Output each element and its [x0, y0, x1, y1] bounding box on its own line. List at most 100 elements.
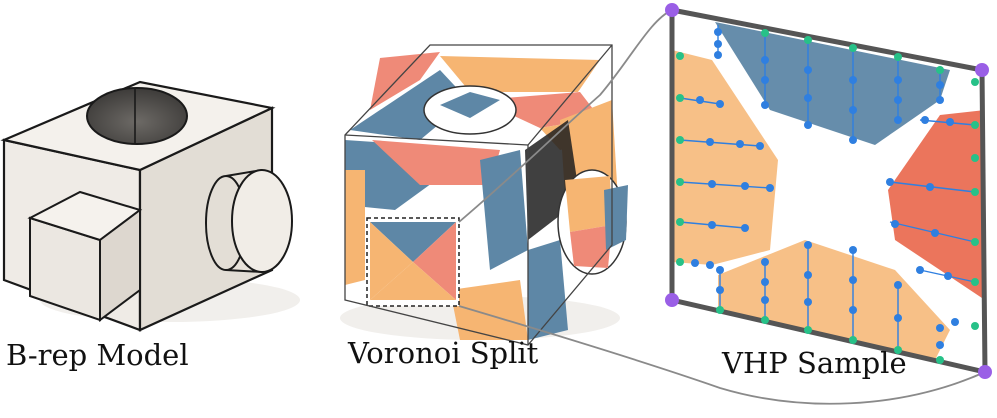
sample-point — [849, 246, 857, 254]
sample-point — [886, 178, 894, 186]
sample-point — [804, 326, 812, 334]
caption-voronoi-split: Voronoi Split — [348, 336, 539, 370]
vhp-region-orange-bottom — [718, 240, 950, 370]
voronoi-subcell-outline — [366, 217, 460, 307]
voronoi-cell — [440, 56, 600, 92]
sample-point — [971, 278, 979, 286]
sample-point — [971, 121, 979, 129]
sample-point — [849, 44, 857, 52]
voronoi-cylinder-cell — [565, 176, 612, 232]
sample-point — [971, 238, 979, 246]
sample-point — [971, 78, 979, 86]
sample-point — [761, 316, 769, 324]
voronoi-subcell-cell — [370, 222, 413, 300]
vhp-corner-point — [978, 365, 992, 379]
sample-point — [804, 271, 812, 279]
brep-cylinder-cap — [231, 169, 293, 273]
sample-point — [714, 51, 722, 59]
sample-point — [714, 40, 722, 48]
brep-top-hole — [86, 87, 188, 145]
sample-point — [936, 66, 944, 74]
voronoi-bounding-box — [344, 44, 613, 346]
voronoi-hole-cell — [440, 92, 500, 118]
sample-point — [676, 94, 684, 102]
voronoi-subcell-cell — [370, 262, 456, 300]
vhp-corner-point — [975, 63, 989, 77]
sample-point — [804, 94, 812, 102]
sample-point — [944, 272, 952, 280]
sample-point — [849, 276, 857, 284]
sample-point — [849, 76, 857, 84]
sample-point — [676, 178, 684, 186]
connector-top — [458, 9, 673, 223]
sample-point — [804, 121, 812, 129]
sample-point — [971, 154, 979, 162]
sample-point — [894, 314, 902, 322]
sample-point — [761, 29, 769, 37]
sample-point — [761, 258, 769, 266]
sample-point — [931, 229, 939, 237]
voronoi-split — [340, 44, 628, 346]
brep-model — [0, 80, 300, 332]
sample-point — [804, 241, 812, 249]
sample-point — [921, 116, 929, 124]
voronoi-cell — [370, 52, 440, 110]
sample-point — [849, 106, 857, 114]
vhp-region-blue — [715, 22, 950, 145]
sample-point — [761, 278, 769, 286]
voronoi-cell — [450, 280, 528, 340]
sample-point — [916, 266, 924, 274]
caption-brep-model: B-rep Model — [6, 338, 189, 372]
sample-point — [716, 100, 724, 108]
sample-point — [894, 76, 902, 84]
sample-point — [741, 224, 749, 232]
vhp-sample-points — [676, 28, 979, 364]
sample-point — [716, 266, 724, 274]
sample-point — [706, 138, 714, 146]
voronoi-cell — [480, 150, 528, 270]
sample-point — [761, 101, 769, 109]
voronoi-cylinder-cell — [604, 185, 628, 250]
sample-point — [894, 96, 902, 104]
sample-point — [894, 116, 902, 124]
sample-point — [971, 322, 979, 330]
sample-point — [891, 220, 899, 228]
sample-point — [714, 28, 722, 36]
sample-point — [849, 336, 857, 344]
vhp-region-red — [888, 110, 985, 300]
sample-point — [708, 180, 716, 188]
sample-point — [849, 136, 857, 144]
sample-point — [716, 306, 724, 314]
sample-point — [951, 318, 959, 326]
sample-point — [696, 96, 704, 104]
sample-point — [676, 136, 684, 144]
sample-point — [936, 356, 944, 364]
voronoi-cell — [372, 140, 500, 185]
sample-point — [804, 66, 812, 74]
voronoi-subcell-cell — [370, 222, 456, 262]
sample-point — [716, 286, 724, 294]
sample-point — [894, 346, 902, 354]
sample-point — [676, 258, 684, 266]
sample-point — [936, 341, 944, 349]
sample-point — [736, 140, 744, 148]
connector-bottom — [458, 305, 986, 405]
sample-point — [676, 218, 684, 226]
sample-point — [706, 261, 714, 269]
sample-point — [804, 298, 812, 306]
sample-point — [761, 296, 769, 304]
connector-lines — [458, 9, 986, 405]
sample-point — [936, 96, 944, 104]
voronoi-cell — [345, 170, 365, 285]
sample-point — [849, 306, 857, 314]
sample-point — [894, 53, 902, 61]
sample-point — [676, 52, 684, 60]
sample-point — [761, 76, 769, 84]
sample-point — [804, 36, 812, 44]
sample-point — [971, 188, 979, 196]
vhp-corner-point — [665, 293, 679, 307]
sample-point — [936, 81, 944, 89]
voronoi-cell — [528, 240, 568, 340]
